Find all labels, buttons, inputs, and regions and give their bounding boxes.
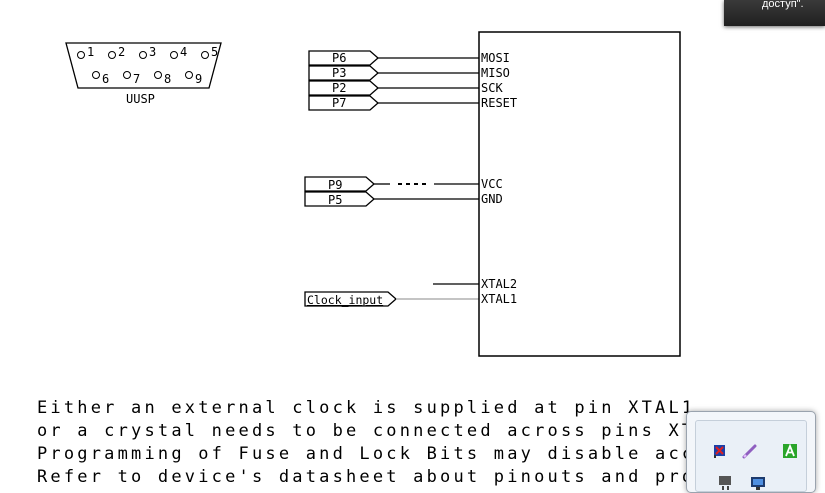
- display-icon[interactable]: [750, 475, 766, 491]
- note-line-4: Refer to device's datasheet about pinout…: [37, 467, 803, 487]
- note-line-3: Programming of Fuse and Lock Bits may di…: [37, 444, 803, 464]
- note-line-2: or a crystal needs to be connected acros…: [37, 421, 790, 441]
- schematic-canvas[interactable]: 1 2 3 4 5 6 7 8 9 UUSP P6 P3 P2 P7 P: [0, 0, 825, 483]
- port-label-p6[interactable]: P6: [332, 51, 346, 65]
- chip-pin-xtal2: XTAL2: [481, 277, 517, 291]
- chip-pin-xtal1: XTAL1: [481, 292, 517, 306]
- chip-pin-reset: RESET: [481, 96, 517, 110]
- port-group-1: [308, 50, 479, 111]
- port-label-p5[interactable]: P5: [328, 193, 342, 207]
- pen-icon[interactable]: [742, 443, 758, 459]
- chip-pin-mosi: MOSI: [481, 51, 510, 65]
- db9-pin-2: 2: [118, 45, 125, 59]
- port-label-p3[interactable]: P3: [332, 66, 346, 80]
- port-label-p7[interactable]: P7: [332, 96, 346, 110]
- db9-pin-5: 5: [211, 45, 218, 59]
- port-group-2: [304, 176, 479, 207]
- db9-pin-7: 7: [133, 72, 140, 86]
- db9-pin-4: 4: [180, 45, 187, 59]
- db9-connector: 1 2 3 4 5 6 7 8 9 UUSP: [65, 42, 222, 106]
- notification-text: доступ".: [762, 0, 804, 10]
- tray-icon-area: [695, 420, 807, 492]
- chip-body[interactable]: [478, 31, 681, 357]
- port-label-p2[interactable]: P2: [332, 81, 346, 95]
- chip-pin-miso: MISO: [481, 66, 510, 80]
- clock-port: [304, 283, 479, 307]
- monitor-icon[interactable]: [718, 475, 734, 491]
- chip-pin-gnd: GND: [481, 192, 503, 206]
- db9-pin-6: 6: [102, 72, 109, 86]
- db9-pin-8: 8: [164, 72, 171, 86]
- chip-pin-sck: SCK: [481, 81, 503, 95]
- note-line-1: Either an external clock is supplied at …: [37, 398, 696, 418]
- chip-pin-vcc: VCC: [481, 177, 503, 191]
- tray-overflow-popup: [686, 411, 816, 493]
- port-label-clock-input[interactable]: Clock_input: [307, 293, 383, 307]
- db9-pin-1: 1: [87, 45, 94, 59]
- db9-pin-9: 9: [195, 72, 202, 86]
- notification-toast[interactable]: доступ".: [724, 0, 825, 26]
- connector-label: UUSP: [126, 92, 155, 106]
- flag-icon[interactable]: [712, 443, 728, 459]
- green-a-icon[interactable]: [782, 443, 798, 459]
- db9-pin-3: 3: [149, 45, 156, 59]
- port-label-p9[interactable]: P9: [328, 178, 342, 192]
